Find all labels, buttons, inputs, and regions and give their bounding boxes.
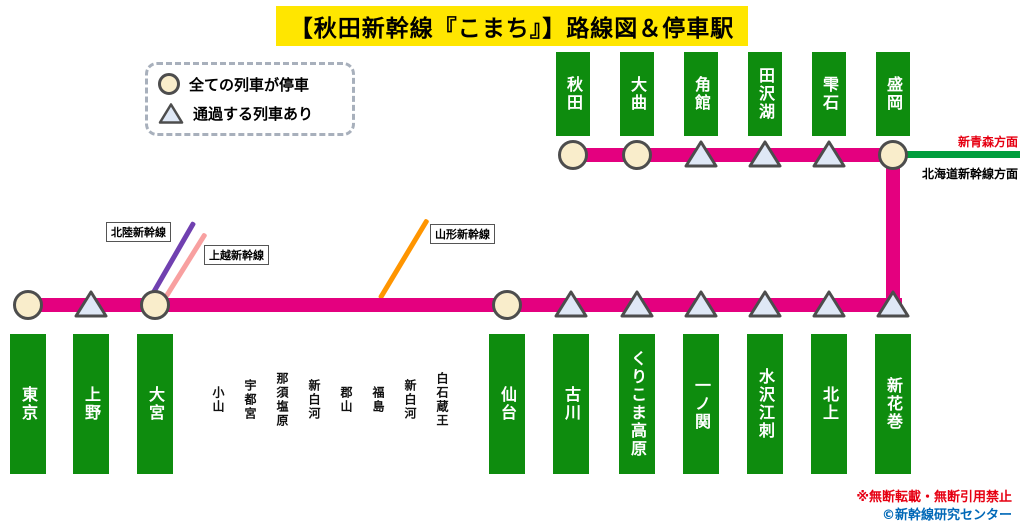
station-label-text: 東京 — [19, 386, 38, 422]
station-label-text: 新花巻 — [884, 377, 903, 431]
passed-station-label: 福島 — [368, 340, 388, 460]
station-label-text: 田沢湖 — [756, 67, 775, 121]
station-label-text: 大宮 — [146, 386, 165, 422]
passed-station-label: 那須塩原 — [272, 340, 292, 460]
pass-triangle-marker — [620, 290, 654, 318]
station-label-text: 大曲 — [628, 76, 647, 112]
station-label: 角館 — [684, 52, 718, 136]
passed-station-label-text: 白石蔵王 — [435, 372, 449, 428]
passed-station-label-text: 新白河 — [403, 379, 417, 421]
pass-triangle-marker — [554, 290, 588, 318]
pass-triangle-icon — [158, 103, 184, 124]
page-title: 【秋田新幹線『こまち』】路線図＆停車駅 — [275, 6, 749, 46]
pass-triangle-marker — [684, 290, 718, 318]
station-label: 一ノ関 — [683, 334, 719, 474]
stop-circle-marker — [622, 140, 652, 170]
hokuriku-shinkansen-label: 北陸新幹線 — [106, 222, 171, 242]
copyright-credit: ©新幹線研究センター — [881, 508, 1012, 523]
station-label-text: 盛岡 — [884, 76, 903, 112]
station-label: 東京 — [10, 334, 46, 474]
station-label: 盛岡 — [876, 52, 910, 136]
stop-circle-marker — [13, 290, 43, 320]
passed-station-label-text: 那須塩原 — [275, 372, 289, 428]
station-label-text: 古川 — [562, 386, 581, 422]
pass-triangle-marker — [812, 290, 846, 318]
stop-circle-marker — [140, 290, 170, 320]
stop-circle-marker — [558, 140, 588, 170]
pass-triangle-marker — [876, 290, 910, 318]
top-route-line — [565, 148, 902, 162]
station-label-text: くりこま高原 — [628, 350, 647, 458]
yamagata-shinkansen-label: 山形新幹線 — [430, 224, 495, 244]
station-label-text: 秋田 — [564, 76, 583, 112]
hokkaido-shinkansen-direction-label: 北海道新幹線方面 — [921, 167, 1018, 181]
station-label: 大宮 — [137, 334, 173, 474]
station-label-text: 上野 — [82, 386, 101, 422]
pass-triangle-marker — [748, 140, 782, 168]
station-label-text: 仙台 — [498, 386, 517, 422]
stop-circle-marker — [492, 290, 522, 320]
station-label: 仙台 — [489, 334, 525, 474]
station-label-text: 一ノ関 — [692, 377, 711, 431]
station-label-text: 角館 — [692, 76, 711, 112]
legend-row-triangle: 通過する列車あり — [158, 102, 342, 125]
legend-triangle-label: 通過する列車あり — [193, 105, 314, 123]
pass-triangle-marker — [684, 140, 718, 168]
pass-triangle-marker — [74, 290, 108, 318]
legend: 全ての列車が停車 通過する列車あり — [145, 62, 355, 136]
passed-station-label-text: 福島 — [371, 386, 385, 414]
all-stop-circle-icon — [158, 73, 180, 95]
yamagata-shinkansen-line — [377, 218, 430, 300]
stop-circle-marker — [878, 140, 908, 170]
station-label: くりこま高原 — [619, 334, 655, 474]
passed-station-label-text: 小山 — [211, 386, 225, 414]
passed-station-label-text: 新白河 — [307, 379, 321, 421]
legend-row-circle: 全ての列車が停車 — [158, 73, 342, 95]
station-label: 水沢江刺 — [747, 334, 783, 474]
station-label: 新花巻 — [875, 334, 911, 474]
passed-station-label-text: 郡山 — [339, 386, 353, 414]
passed-station-label: 新白河 — [304, 340, 324, 460]
station-label: 秋田 — [556, 52, 590, 136]
title-bar: 【秋田新幹線『こまち』】路線図＆停車駅 — [0, 6, 1024, 46]
station-label: 田沢湖 — [748, 52, 782, 136]
shin-aomori-direction-label: 新青森方面 — [957, 135, 1018, 149]
vertical-route-line — [886, 148, 900, 312]
legend-circle-label: 全ての列車が停車 — [189, 75, 310, 94]
station-label-text: 水沢江刺 — [756, 368, 775, 440]
station-label: 北上 — [811, 334, 847, 474]
bottom-route-line — [20, 298, 902, 312]
station-label-text: 雫石 — [820, 76, 839, 112]
pass-triangle-marker — [748, 290, 782, 318]
station-label: 大曲 — [620, 52, 654, 136]
passed-station-label: 宇都宮 — [240, 340, 260, 460]
station-label: 雫石 — [812, 52, 846, 136]
joetsu-shinkansen-label: 上越新幹線 — [204, 245, 269, 265]
station-label-text: 北上 — [820, 386, 839, 422]
no-reproduction-notice: ※無断転載・無断引用禁止 — [856, 490, 1012, 505]
passed-station-label-text: 宇都宮 — [243, 379, 257, 421]
shin-aomori-direction-line — [895, 151, 1020, 158]
passed-station-label: 小山 — [208, 340, 228, 460]
passed-station-label: 郡山 — [336, 340, 356, 460]
pass-triangle-marker — [812, 140, 846, 168]
passed-station-label: 新白河 — [400, 340, 420, 460]
station-label: 古川 — [553, 334, 589, 474]
station-label: 上野 — [73, 334, 109, 474]
passed-station-label: 白石蔵王 — [432, 340, 452, 460]
